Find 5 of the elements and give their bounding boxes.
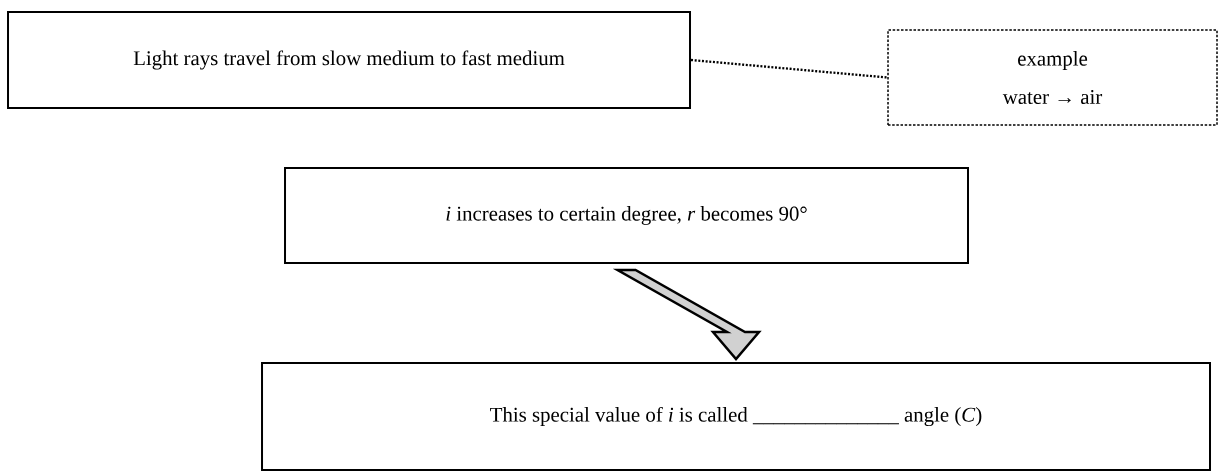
example-box: example water → air: [887, 29, 1218, 126]
dotted-line: [690, 58, 888, 79]
text-box: This special value of i is called ______________ angle (C): [261, 362, 1211, 471]
text-box: i increases to certain degree, r becomes 90°: [284, 167, 969, 264]
text-box: Light rays travel from slow medium to fast medium: [7, 11, 691, 109]
